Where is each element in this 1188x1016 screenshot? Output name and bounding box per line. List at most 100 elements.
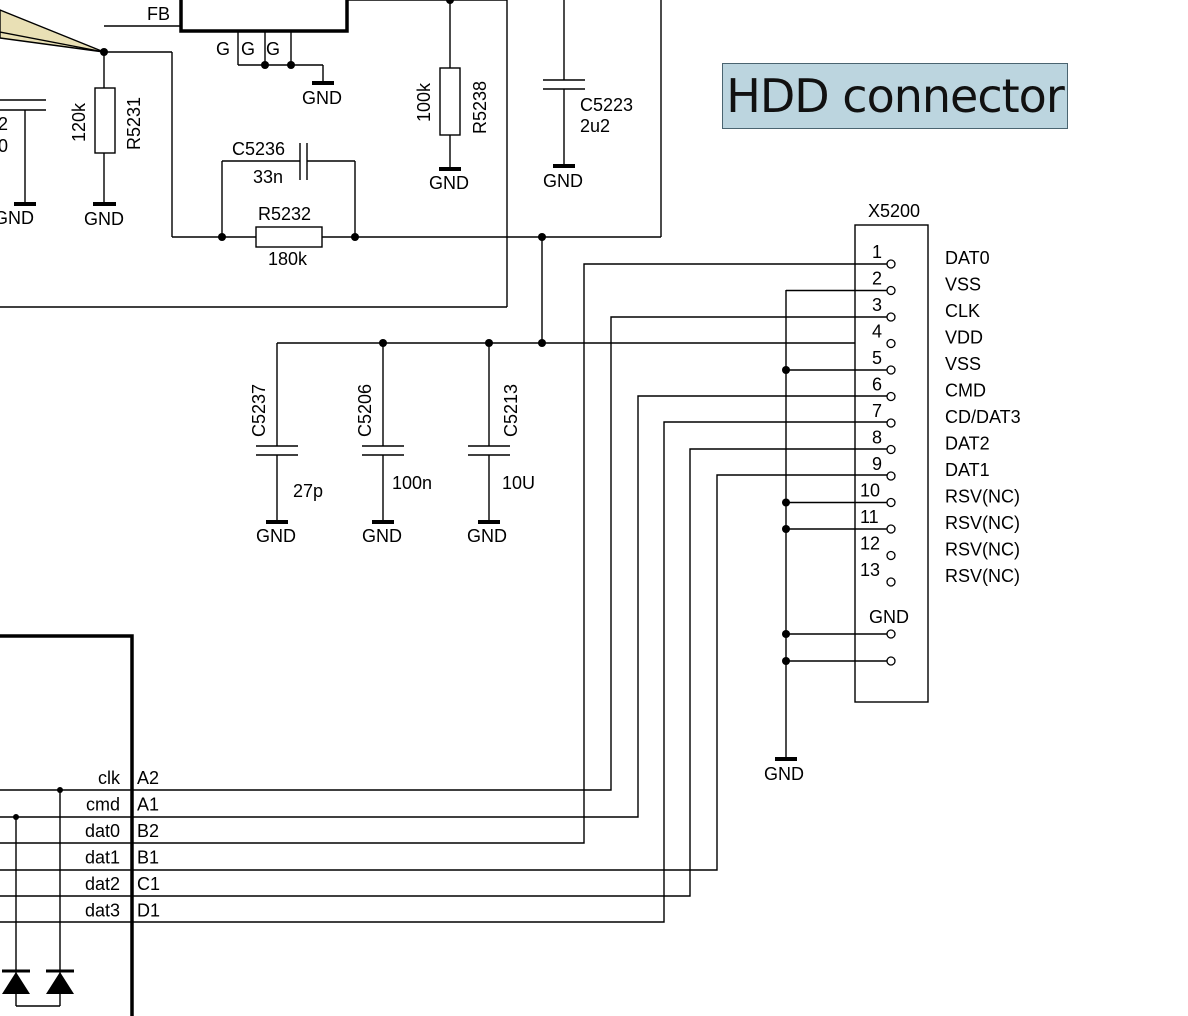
connector-pin-number: 2 bbox=[872, 269, 882, 289]
junction-dot bbox=[446, 0, 454, 4]
connector-gnd-label: GND bbox=[869, 607, 909, 627]
junction-dot bbox=[218, 233, 226, 241]
connector-pin-signal: VSS bbox=[945, 275, 981, 295]
connector-pin bbox=[886, 259, 896, 269]
partial-cap-value-b: 0 bbox=[0, 136, 8, 156]
chip-net-label: cmd bbox=[86, 795, 120, 815]
connector-pin-number: 9 bbox=[872, 454, 882, 474]
wire-clk bbox=[134, 316, 887, 791]
r5232-resistor bbox=[255, 226, 323, 248]
connector-pin-number: 6 bbox=[872, 375, 882, 395]
connector-pin-signal: VSS bbox=[945, 354, 981, 374]
connector-pin bbox=[886, 391, 896, 402]
chip-body bbox=[0, 634, 134, 1016]
chip-pin-label: D1 bbox=[137, 901, 160, 921]
connector-pin-signal: CMD bbox=[945, 381, 986, 401]
c5236-value: 33n bbox=[253, 167, 283, 187]
chip-pin-label: C1 bbox=[137, 874, 160, 894]
connector-pin-number: 1 bbox=[872, 242, 882, 262]
gnd-label-c5237: GND bbox=[256, 526, 296, 546]
connector-pin bbox=[886, 550, 896, 561]
junction-dot bbox=[782, 657, 790, 665]
chip-net-label: dat0 bbox=[85, 821, 120, 841]
c5237-ref: C5237 bbox=[249, 384, 269, 437]
r5231-value: 120k bbox=[69, 102, 89, 142]
wire-cmd bbox=[0, 395, 887, 818]
chip-net-label: dat3 bbox=[85, 901, 120, 921]
gnd-label-left: GND bbox=[0, 208, 34, 228]
junction-dot bbox=[782, 498, 790, 507]
connector-pin-signal: CLK bbox=[945, 301, 980, 321]
junction-dot bbox=[538, 233, 546, 241]
connector-pin-number: 13 bbox=[860, 560, 880, 580]
connector-pin bbox=[886, 285, 896, 296]
c5236-ref: C5236 bbox=[232, 139, 285, 159]
regulator-section: FB G G G GND 2 0 GND 120k R5231 GND bbox=[0, 0, 662, 343]
junction-dot bbox=[351, 233, 359, 241]
connector-pin-number: 8 bbox=[872, 428, 882, 448]
junction-dot bbox=[287, 61, 295, 69]
connector-ref: X5200 bbox=[868, 201, 920, 221]
connector-pin bbox=[886, 338, 896, 349]
connector-pin-signal: DAT1 bbox=[945, 460, 990, 480]
junction-dot bbox=[782, 525, 790, 533]
junction-dot bbox=[782, 366, 790, 374]
c5237-value: 27p bbox=[293, 481, 323, 501]
connector-pin-signal: DAT0 bbox=[945, 248, 990, 268]
g-pin-label-1: G bbox=[216, 39, 230, 59]
connector-pin bbox=[886, 497, 896, 508]
partial-cap-value-a: 2 bbox=[0, 114, 8, 134]
connector-pin-number: 5 bbox=[872, 348, 882, 368]
junction-dot bbox=[13, 814, 19, 820]
c5206-value: 100n bbox=[392, 473, 432, 493]
connector-pin-number: 3 bbox=[872, 295, 882, 315]
r5231-resistor bbox=[94, 87, 116, 154]
r5231-ref: R5231 bbox=[124, 97, 144, 150]
chip-net-label: dat2 bbox=[85, 874, 120, 894]
r5232-value: 180k bbox=[268, 249, 308, 269]
diode-icon bbox=[2, 972, 30, 994]
r5238-ref: R5238 bbox=[470, 81, 490, 134]
wire-dat3 bbox=[0, 421, 887, 923]
g-pin-label-3: G bbox=[266, 39, 280, 59]
connector-pin-signal: RSV(NC) bbox=[945, 513, 1020, 533]
diode-icon bbox=[46, 972, 74, 994]
connector-pin-signal: CD/DAT3 bbox=[945, 407, 1021, 427]
wire-dat2 bbox=[0, 448, 887, 897]
gnd-label-ic: GND bbox=[302, 88, 342, 108]
chip-pin-label: A2 bbox=[137, 768, 159, 788]
c5213-ref: C5213 bbox=[501, 384, 521, 437]
connector-pin-signal: RSV(NC) bbox=[945, 487, 1020, 507]
regulator-ic-body bbox=[179, 0, 349, 33]
chip-pin-label: A1 bbox=[137, 795, 159, 815]
gnd-label-c5223: GND bbox=[543, 171, 583, 191]
connector-pin bbox=[886, 444, 896, 455]
connector-pin-number: 10 bbox=[860, 481, 880, 501]
connector-pin bbox=[886, 312, 896, 322]
gnd-label-r5231: GND bbox=[84, 209, 124, 229]
r5238-resistor bbox=[439, 67, 461, 136]
chip-pin-label: B2 bbox=[137, 821, 159, 841]
connector-pin bbox=[886, 577, 896, 587]
c5213-value: 10U bbox=[502, 473, 535, 493]
c5223-value: 2u2 bbox=[580, 116, 610, 136]
junction-dot bbox=[782, 630, 790, 638]
junction-dot bbox=[538, 339, 546, 347]
connector-pin-number: 12 bbox=[860, 534, 880, 554]
c5206-ref: C5206 bbox=[355, 384, 375, 437]
connector-pin-number: 7 bbox=[872, 401, 882, 421]
connector-pin bbox=[886, 418, 896, 428]
chip-pin-label: B1 bbox=[137, 848, 159, 868]
connector-gnd-pin-2 bbox=[886, 656, 896, 666]
connector-pin-signal: DAT2 bbox=[945, 434, 990, 454]
gnd-label-r5238: GND bbox=[429, 173, 469, 193]
r5232-ref: R5232 bbox=[258, 204, 311, 224]
gnd-label-connector: GND bbox=[764, 764, 804, 784]
decoupling-section: C5237 27p GND C5206 100n GND C5213 10U G… bbox=[249, 339, 892, 546]
g-pin-label-2: G bbox=[241, 39, 255, 59]
connector-pin-signal: RSV(NC) bbox=[945, 566, 1020, 586]
fb-label: FB bbox=[147, 4, 170, 24]
